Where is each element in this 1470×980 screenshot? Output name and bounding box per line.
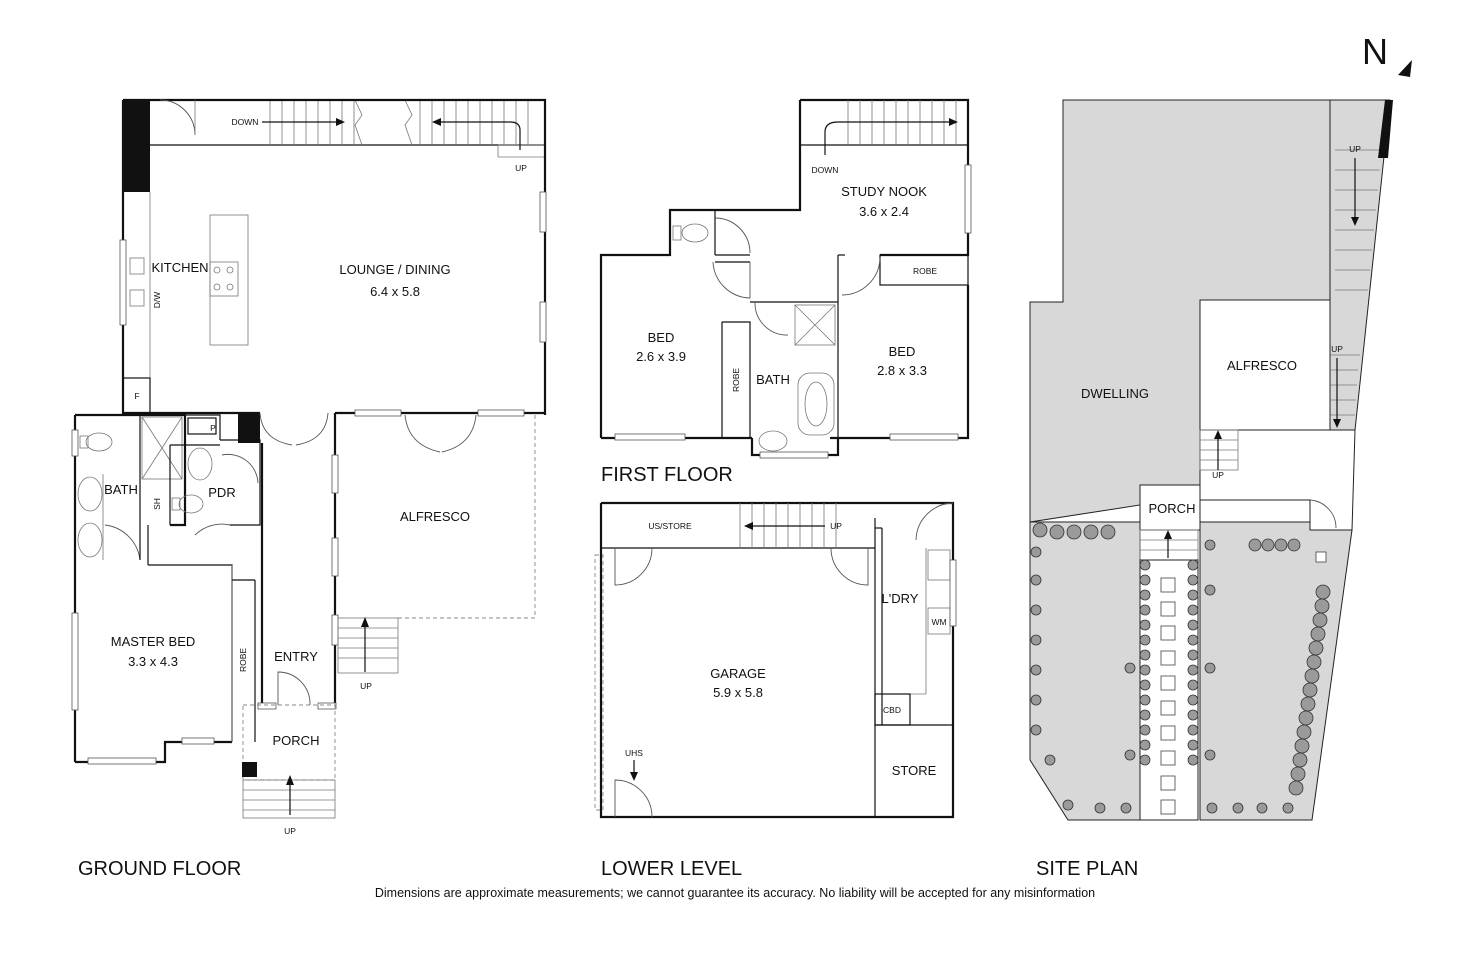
bed1-dimensions: 2.6 x 3.9: [636, 349, 686, 364]
washing-machine-label: WM: [931, 617, 946, 627]
site-stair-up-label-1: UP: [1212, 470, 1224, 480]
porch-label: PORCH: [273, 733, 320, 748]
site-plan: DWELLING ALFRESCO PORCH UP UP: [1029, 99, 1393, 880]
entry-label: ENTRY: [274, 649, 318, 664]
first-robe-left-label: ROBE: [731, 368, 741, 392]
site-stair-up-label-4: UP: [1331, 344, 1343, 354]
fridge-label: F: [134, 391, 139, 401]
ground-alfresco-label: ALFRESCO: [400, 509, 470, 524]
pantry-label: P: [210, 423, 216, 433]
master-bed-label: MASTER BED: [111, 634, 196, 649]
site-stair-up-label-3: UP: [1349, 144, 1361, 154]
powder-room-label: PDR: [208, 485, 235, 500]
lower-stair-up-label: UP: [830, 521, 842, 531]
master-robe-label: ROBE: [238, 648, 248, 672]
porch-stair-up-label: UP: [284, 826, 296, 836]
stair-down-label: DOWN: [232, 117, 259, 127]
ground-floor-plan: DOWN UP KITCHEN D/W LOUNGE / DINING 6.4 …: [71, 98, 547, 880]
bed2-label: BED: [889, 344, 916, 359]
dishwasher-label: D/W: [152, 292, 162, 309]
site-porch-label: PORCH: [1149, 501, 1196, 516]
cbd-label: CBD: [883, 705, 901, 715]
kitchen-label: KITCHEN: [151, 260, 208, 275]
disclaimer-text: Dimensions are approximate measurements;…: [375, 886, 1095, 900]
ground-bath-label: BATH: [104, 482, 138, 497]
lounge-dining-label: LOUNGE / DINING: [339, 262, 450, 277]
first-floor-title: FIRST FLOOR: [601, 464, 733, 486]
north-arrow-icon: [1398, 60, 1412, 77]
bed1-label: BED: [648, 330, 675, 345]
study-nook-label: STUDY NOOK: [841, 184, 927, 199]
north-label: N: [1362, 31, 1388, 72]
site-plan-title: SITE PLAN: [1036, 858, 1138, 880]
first-bath-label: BATH: [756, 372, 790, 387]
site-alfresco-label: ALFRESCO: [1227, 358, 1297, 373]
study-nook-dimensions: 3.6 x 2.4: [859, 204, 909, 219]
ground-floor-title: GROUND FLOOR: [78, 858, 241, 880]
alfresco-stair-up-label: UP: [360, 681, 372, 691]
lower-level-title: LOWER LEVEL: [601, 858, 742, 880]
north-arrow: N: [1362, 31, 1412, 77]
us-store-label: US/STORE: [648, 521, 692, 531]
first-robe-right-label: ROBE: [913, 266, 937, 276]
bed2-dimensions: 2.8 x 3.3: [877, 363, 927, 378]
garage-dimensions: 5.9 x 5.8: [713, 685, 763, 700]
lower-level-plan: US/STORE UP L'DRY WM CBD STORE GARAGE 5.…: [594, 501, 957, 880]
lounge-dining-dimensions: 6.4 x 5.8: [370, 284, 420, 299]
uhs-label: UHS: [625, 748, 643, 758]
first-floor-plan: DOWN STUDY NOOK 3.6 x 2.4 ROBE BED 2.8 x…: [599, 98, 972, 486]
garage-label: GARAGE: [710, 666, 766, 681]
first-stair-down-label: DOWN: [812, 165, 839, 175]
site-dwelling-label: DWELLING: [1081, 386, 1149, 401]
shower-label: SH: [152, 498, 162, 510]
laundry-label: L'DRY: [882, 591, 919, 606]
master-bed-dimensions: 3.3 x 4.3: [128, 654, 178, 669]
stair-up-label: UP: [515, 163, 527, 173]
lower-store-label: STORE: [892, 763, 937, 778]
